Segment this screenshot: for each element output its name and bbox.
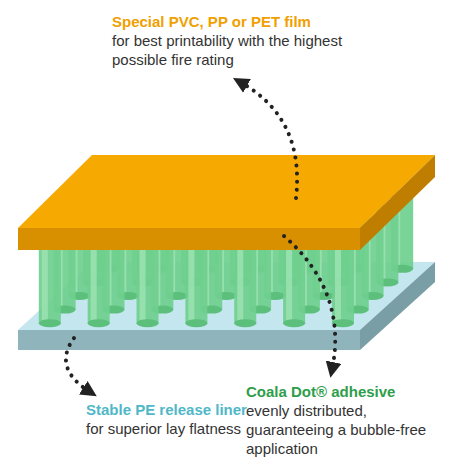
callout-heading: Coala Dot® adhesive <box>246 382 442 401</box>
dot-highlight <box>42 245 48 323</box>
dot-highlight <box>286 245 292 323</box>
dot-body <box>234 245 256 323</box>
callout-text: for best printability with the highest p… <box>112 31 352 69</box>
adhesive-dot <box>185 245 207 327</box>
adhesive-dot <box>137 245 159 327</box>
dot-base <box>39 319 61 327</box>
dot-highlight <box>91 245 97 323</box>
adhesive-dot <box>88 245 110 327</box>
callout-text: evenly distributed, guaranteeing a bubbl… <box>246 401 442 458</box>
dot-body <box>332 245 354 323</box>
film-side <box>360 155 435 250</box>
adhesive-dot <box>39 245 61 327</box>
dot-base <box>185 319 207 327</box>
dot-body <box>283 245 305 323</box>
leader-line <box>284 236 335 370</box>
callout: Special PVC, PP or PET filmfor best prin… <box>112 12 352 69</box>
adhesive-dot <box>234 245 256 327</box>
dot-base <box>88 319 110 327</box>
film-layer <box>18 155 435 250</box>
dot-body <box>39 245 61 323</box>
dot-highlight <box>335 245 341 323</box>
dot-body <box>185 245 207 323</box>
dot-highlight <box>237 245 243 323</box>
dot-body <box>88 245 110 323</box>
adhesive-dot <box>332 245 354 327</box>
leader-line <box>240 82 297 198</box>
adhesive-dot <box>283 245 305 327</box>
callout: Coala Dot® adhesiveevenly distributed, g… <box>246 382 442 458</box>
dot-base <box>283 319 305 327</box>
dot-highlight <box>188 245 194 323</box>
liner-front <box>18 330 360 350</box>
dot-base <box>137 319 159 327</box>
dot-base <box>234 319 256 327</box>
callout-heading: Special PVC, PP or PET film <box>112 12 352 31</box>
dot-body <box>137 245 159 323</box>
leader-line <box>66 338 90 392</box>
leader-lines <box>66 82 335 392</box>
film-front <box>18 228 360 250</box>
dot-highlight <box>140 245 146 323</box>
